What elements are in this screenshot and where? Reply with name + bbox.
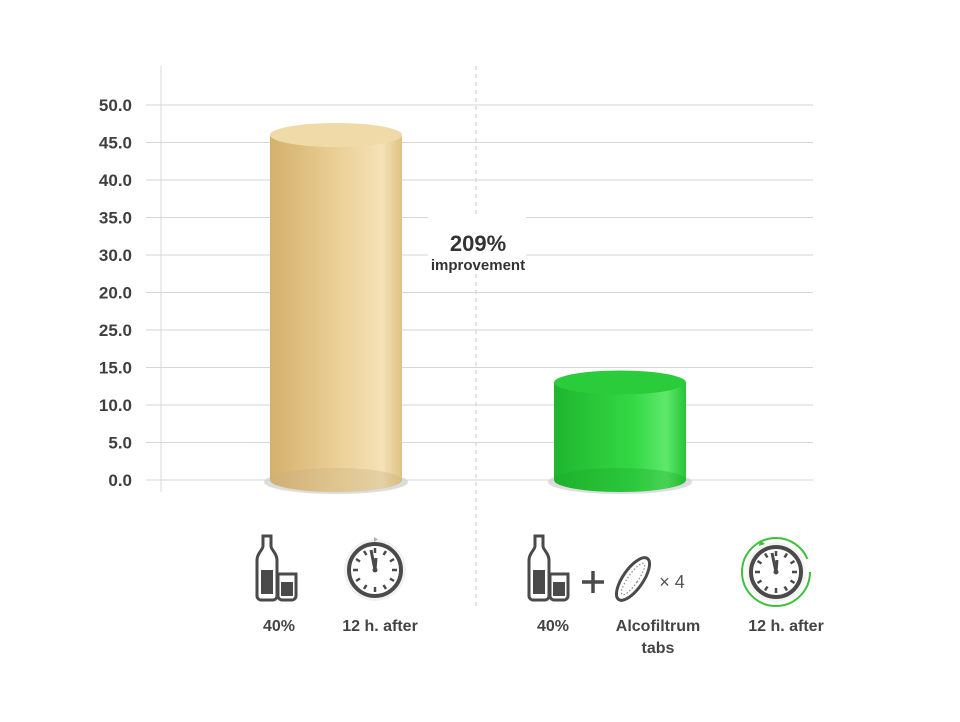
- bar-top: [270, 123, 402, 147]
- y-tick-label: 20.0: [99, 284, 132, 303]
- y-tick-label: 50.0: [99, 96, 132, 115]
- y-tick-label: 35.0: [99, 209, 132, 228]
- bar-body: [270, 135, 402, 492]
- bar-top: [554, 370, 686, 395]
- y-tick-label: 15.0: [99, 359, 132, 378]
- tabs-caption-line1: Alcofiltrum: [615, 618, 701, 635]
- bar-without-tabs: [264, 123, 408, 494]
- tablet-icon: [614, 556, 652, 602]
- tabs-caption-line2: tabs: [641, 640, 675, 657]
- y-tick-label: 30.0: [99, 246, 132, 265]
- bar-base: [270, 468, 402, 492]
- y-tick-label: 40.0: [99, 171, 132, 190]
- clock-icon: [344, 537, 406, 601]
- annotation-bg: [428, 214, 526, 274]
- improvement-percent: 209%: [450, 231, 506, 256]
- left-time-caption: 12 h. after: [342, 618, 418, 635]
- bar-base: [554, 468, 686, 492]
- bar-with-tabs: [548, 370, 692, 494]
- y-tick-label: 25.0: [99, 321, 132, 340]
- right-time-caption: 12 h. after: [748, 618, 824, 635]
- clock-icon: [741, 537, 811, 607]
- bar-body: [554, 382, 686, 492]
- y-tick-label: 10.0: [99, 396, 132, 415]
- tablet-multiplier: × 4: [659, 572, 685, 592]
- y-tick-label: 45.0: [99, 134, 132, 153]
- right-alcohol-caption: 40%: [536, 618, 570, 635]
- left-alcohol-caption: 40%: [262, 618, 296, 635]
- bottle-glass-icon: [255, 534, 298, 602]
- y-tick-label: 5.0: [108, 434, 132, 453]
- improvement-label: improvement: [431, 257, 525, 274]
- plus-icon: [582, 571, 604, 593]
- y-tick-label: 0.0: [108, 471, 132, 490]
- bottle-glass-icon: [527, 534, 570, 602]
